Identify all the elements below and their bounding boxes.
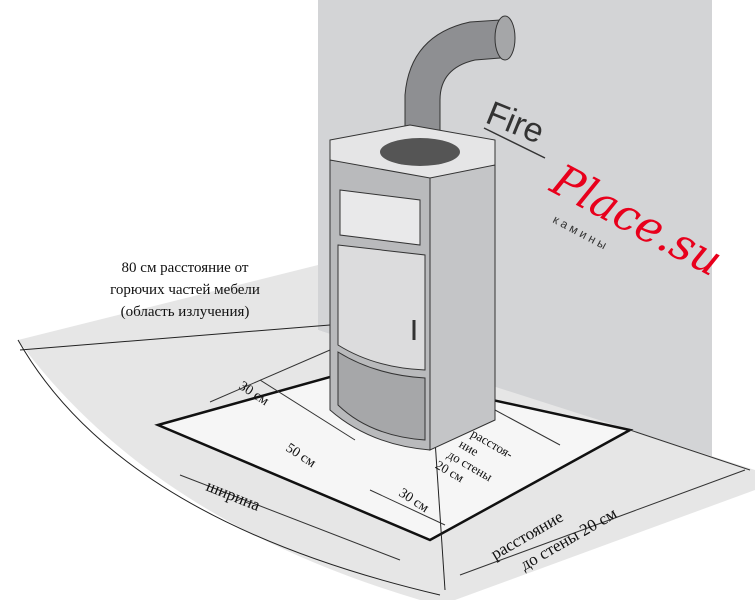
stove-door xyxy=(337,244,426,371)
radiation-note-line2: горючих частей мебели xyxy=(110,282,260,298)
stove-window xyxy=(339,189,421,246)
radiation-note-line3: (область излучения) xyxy=(121,304,250,320)
radiation-line xyxy=(19,324,331,351)
radiation-note-line1: 80 см расстояние от xyxy=(122,260,249,276)
ash-drawer xyxy=(337,351,426,441)
dimension-lines xyxy=(179,349,751,576)
stove-side xyxy=(429,164,496,451)
flue-collar xyxy=(380,138,460,166)
wall-flange xyxy=(494,15,516,61)
radiation-arc xyxy=(17,339,441,596)
